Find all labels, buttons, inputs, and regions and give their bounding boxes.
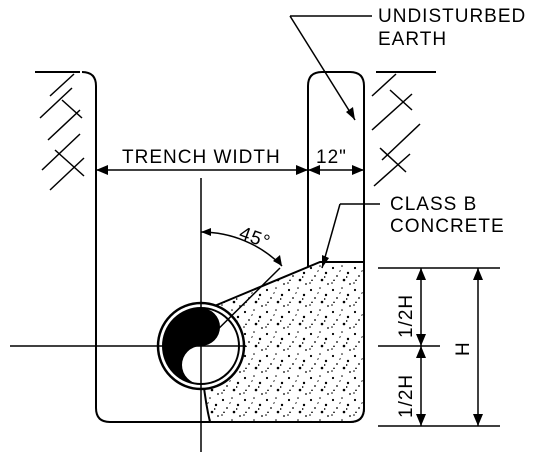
- undisturbed-label-line2: EARTH: [378, 29, 447, 50]
- undisturbed-label-line1: UNDISTURBED: [378, 6, 526, 27]
- clearance-label: 12": [316, 147, 347, 168]
- concrete-label-line1: CLASS B: [390, 194, 477, 215]
- half-h-lower-label: 1/2H: [396, 374, 417, 418]
- angle-line-45: [200, 267, 281, 347]
- half-h-upper-label: 1/2H: [396, 294, 417, 338]
- earth-hatch-right: [371, 71, 436, 187]
- earth-hatch-left: [35, 71, 85, 191]
- angle-arrow-left: [201, 228, 211, 236]
- angle-label: 45°: [236, 223, 273, 254]
- trench-width-label: TRENCH WIDTH: [122, 147, 281, 168]
- h-label: H: [453, 341, 474, 356]
- angle-arrow-right: [273, 255, 282, 266]
- concrete-label-line2: CONCRETE: [390, 216, 505, 237]
